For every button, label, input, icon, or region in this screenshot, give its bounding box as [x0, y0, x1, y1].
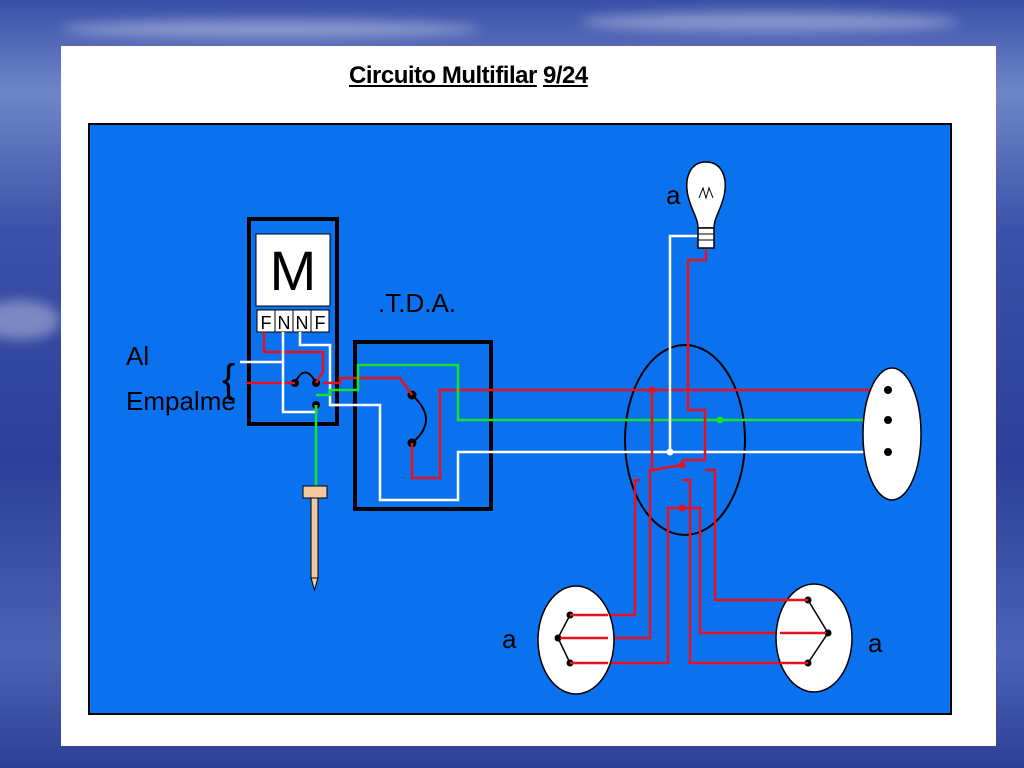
- socket-icon: [862, 367, 922, 501]
- switch-icon: [537, 585, 615, 695]
- title-main: Circuito Multifilar: [349, 62, 537, 89]
- terminal-label: F: [315, 313, 326, 333]
- feeder-wires: [316, 363, 888, 502]
- switch-wire-ends: [560, 598, 826, 665]
- terminal-label: N: [296, 313, 309, 333]
- meter-wiring: [240, 332, 340, 490]
- terminal-label: N: [278, 313, 291, 333]
- supply-label-2: Empalme: [126, 386, 236, 416]
- tda-label: .T.D.A.: [378, 288, 456, 318]
- junction-nodes: [648, 386, 724, 512]
- terminal-label: F: [261, 313, 272, 333]
- title-page: 9/24: [543, 62, 588, 89]
- ground-rod-icon: [302, 485, 328, 592]
- bg-streak: [580, 12, 960, 32]
- lamp-label: a: [666, 180, 681, 210]
- meter-symbol: M: [270, 239, 317, 302]
- switch-left-label: a: [502, 624, 517, 654]
- light-bulb-icon: [686, 161, 726, 249]
- supply-brace: {: [222, 357, 235, 401]
- supply-label-1: Al: [126, 341, 149, 371]
- page-title: Circuito Multifilar 9/24: [349, 62, 588, 90]
- switch-icon: [775, 583, 853, 693]
- meter-box: M F N N F: [247, 217, 339, 426]
- switch-right-label: a: [868, 628, 883, 658]
- junction-box-icon: [624, 344, 746, 536]
- tda-box: [353, 340, 493, 511]
- bg-streak: [60, 20, 480, 38]
